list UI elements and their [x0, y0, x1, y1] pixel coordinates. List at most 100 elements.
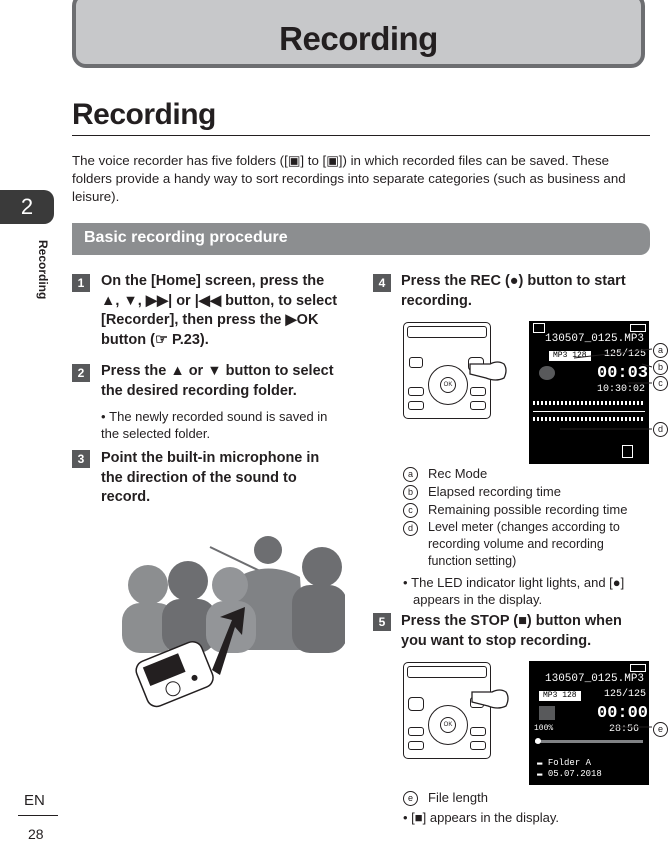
- ok-button[interactable]: OK: [440, 717, 456, 733]
- lcd-file-count: 125/125: [604, 349, 647, 360]
- label-item: c Remaining possible recording time: [403, 501, 648, 519]
- label-marker: d: [403, 521, 418, 536]
- side-button[interactable]: [408, 387, 424, 396]
- stop-button[interactable]: [409, 357, 423, 368]
- step-text: On the [Home] screen, press the ▲, ▼, ▶▶…: [101, 273, 338, 348]
- step-bullet: • The newly recorded sound is saved in t…: [101, 409, 328, 441]
- step-number: 4: [373, 274, 391, 292]
- callout-marker: a: [653, 343, 668, 358]
- listener-head: [212, 567, 248, 603]
- folder-icon: [533, 323, 545, 333]
- top-button-row: [407, 326, 487, 338]
- step-text: Point the built-in microphone in the dir…: [101, 450, 320, 505]
- section-rule: [72, 135, 650, 136]
- language-label: EN: [24, 792, 45, 809]
- step-number: 2: [72, 364, 90, 382]
- step-bullet: • [■] appears in the display.: [403, 810, 559, 825]
- label-marker: b: [403, 485, 418, 501]
- speaker-head: [254, 536, 282, 564]
- step-bullet: • The LED indicator light lights, and [●…: [403, 575, 625, 607]
- lcd-filename: 130507_0125.MP3: [545, 673, 645, 685]
- chapter-tab: 2: [0, 190, 54, 224]
- progress-handle: [535, 738, 541, 744]
- dpad[interactable]: OK: [428, 365, 468, 405]
- lcd-elapsed: 00:00: [597, 704, 649, 723]
- progress-bar: [535, 740, 643, 743]
- side-button[interactable]: [470, 741, 486, 750]
- battery-icon: [630, 664, 646, 672]
- step-number: 5: [373, 613, 391, 631]
- top-button-row: [407, 666, 487, 678]
- listener-body: [292, 585, 345, 653]
- lcd-icon: [622, 445, 633, 458]
- listener-head: [168, 561, 208, 601]
- callout-marker: c: [653, 376, 668, 391]
- callout-marker: b: [653, 360, 668, 375]
- label-text: Rec Mode: [428, 466, 488, 481]
- bullet-text: The newly recorded sound is saved in the…: [101, 409, 328, 441]
- lcd-file-length: 28:56: [609, 724, 640, 735]
- lcd-file-count: 125/125: [604, 689, 647, 700]
- label-marker: a: [403, 467, 418, 483]
- lcd-elapsed: 00:03: [597, 364, 649, 383]
- side-button[interactable]: [470, 401, 486, 410]
- level-meter-right: [533, 417, 645, 421]
- dpad[interactable]: OK: [428, 705, 468, 745]
- label-marker: e: [403, 791, 418, 807]
- label-item: a Rec Mode: [403, 465, 648, 483]
- label-text: File length: [428, 790, 488, 805]
- label-marker: c: [403, 503, 418, 519]
- label-item: e File length: [403, 789, 648, 807]
- listener-body: [162, 599, 216, 653]
- recorder-device: [135, 640, 214, 708]
- direction-arrow: [212, 607, 245, 675]
- procedure-title: Basic recording procedure: [84, 229, 288, 246]
- lcd-display: 130507_0125.MP3 MP3 128 125/125 00:00 10…: [529, 661, 649, 785]
- lcd-display: 130507_0125.MP3 MP3 128 125/125 00:03 10…: [529, 321, 649, 464]
- label-text: Remaining possible recording time: [428, 502, 628, 517]
- lcd-folder-name: Folder A: [547, 758, 592, 768]
- lcd-date-text: 05.07.2018: [547, 769, 602, 779]
- bullet-text: [■] appears in the display.: [411, 810, 559, 825]
- header-banner: [72, 0, 645, 68]
- stop-button[interactable]: [408, 697, 424, 711]
- rec-indicator-icon: [539, 366, 555, 380]
- step-number: 3: [72, 450, 90, 468]
- lcd-remaining: 10:30:02: [597, 384, 646, 395]
- chapter-label: Recording: [36, 240, 50, 300]
- header-title: Recording: [279, 20, 438, 57]
- callout-marker: e: [653, 722, 668, 737]
- ok-button[interactable]: OK: [440, 377, 456, 393]
- pointer-stick: [209, 546, 261, 572]
- lcd-folder: ▬ Folder A: [537, 758, 592, 768]
- callout-line: [612, 726, 652, 728]
- page-number: 28: [28, 826, 44, 842]
- intro-paragraph: The voice recorder has five folders ([▣]…: [72, 153, 626, 204]
- side-button[interactable]: [408, 727, 424, 736]
- lcd-rec-mode: MP3 128: [549, 351, 591, 361]
- step-text: Press the REC (●) button to start record…: [401, 273, 626, 309]
- callout-lines: [560, 348, 653, 430]
- side-button[interactable]: [470, 727, 486, 736]
- callout-marker: d: [653, 422, 668, 437]
- bullet-text: The LED indicator light lights, and [●] …: [411, 575, 625, 607]
- procedure-bar: [72, 223, 650, 255]
- section-title: Recording: [72, 98, 216, 131]
- step-text: Press the STOP (■) button when you want …: [401, 613, 622, 649]
- side-button[interactable]: [408, 741, 424, 750]
- label-list: e File length • [■] appears in the displa…: [403, 789, 648, 826]
- side-button[interactable]: [470, 387, 486, 396]
- listener-head: [302, 547, 342, 587]
- listener-head: [128, 565, 168, 605]
- footer-rule: [18, 815, 58, 816]
- audience-illustration: [122, 536, 345, 708]
- lcd-rec-mode: MP3 128: [539, 691, 581, 701]
- stop-indicator-icon: [539, 706, 555, 720]
- battery-icon: [630, 324, 646, 332]
- step-number: 1: [72, 274, 90, 292]
- side-button[interactable]: [408, 401, 424, 410]
- finger-icon: [471, 689, 509, 709]
